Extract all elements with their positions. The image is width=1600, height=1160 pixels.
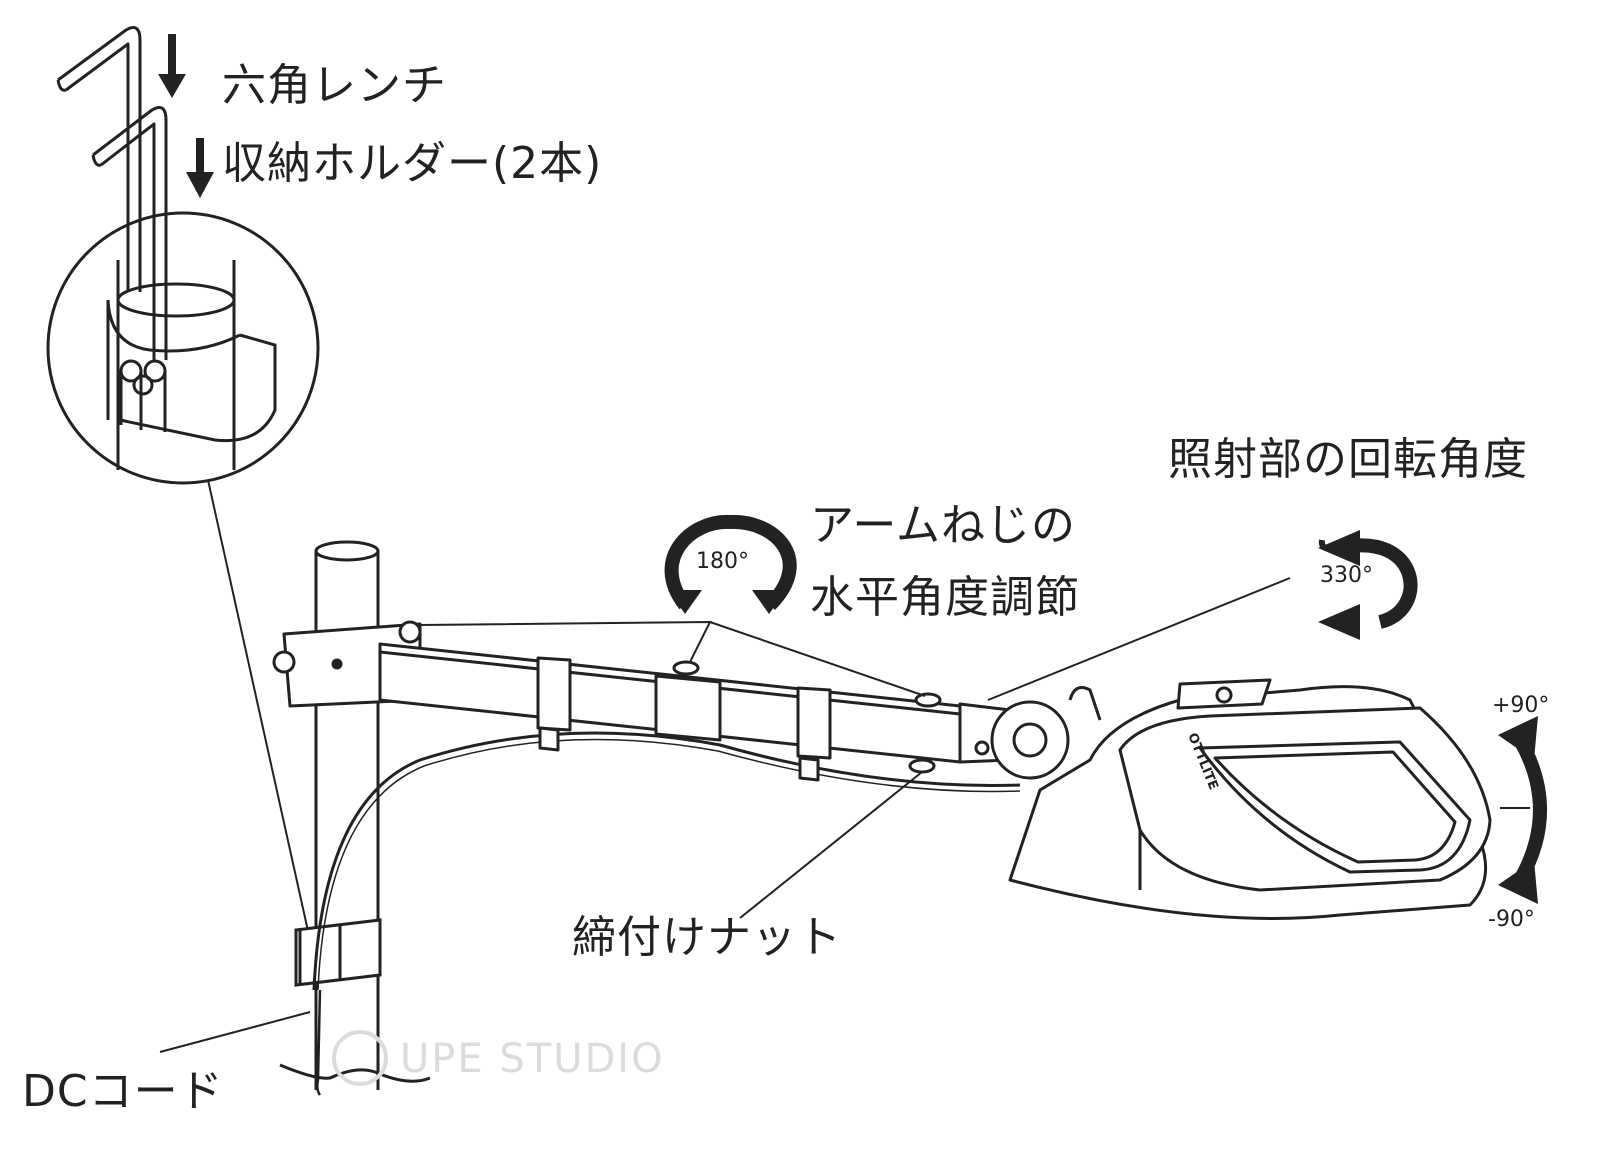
rotate-arrow-icon [1318,604,1360,640]
head-rotation-label: 照射部の回転角度 [1168,434,1528,485]
inset-leader-line [207,479,311,941]
lens-frame [1198,740,1472,874]
angle-label-minus-90: -90° [1488,907,1535,932]
tilt-indicator: +90° -90° [1488,693,1549,932]
tilt-up-arrow-icon [1498,716,1538,760]
hex-wrenches [56,26,168,360]
rotation-330-indicator: 330° [1318,530,1418,640]
insert-arrows [158,34,214,198]
rotate-arrow-icon [668,590,702,614]
hex-wrench-label-line2: 収納ホルダー(2本) [222,138,603,189]
lamp-head [1008,678,1492,920]
angle-label-plus-90: +90° [1492,693,1549,718]
arm-adjust-label-line2: 水平角度調節 [810,572,1080,623]
down-arrow-icon [158,34,186,98]
inset-circle [46,211,320,485]
arm [272,620,1070,782]
head-rotation-leader-line [987,577,1291,701]
leader-lines [159,577,1291,1053]
watermark-text: UPE STUDIO [400,1036,665,1082]
dc-cord-label: DCコード [22,1066,224,1117]
hex-wrench-label-line1: 六角レンチ [222,60,447,111]
arm-adjust-label-line1: アームねじの [810,500,1077,551]
holder-inset [46,211,320,485]
angle-label-180: 180° [696,549,749,574]
tighten-nut-label: 締付けナット [572,912,842,963]
down-arrow-icon [186,138,214,198]
hex-wrench-1 [57,26,142,292]
rotation-180-indicator: 180° [664,514,797,614]
hex-wrench-2 [92,106,168,360]
dc-cord-leader-line [159,1011,311,1053]
rotate-arrow-icon [1318,530,1360,566]
angle-label-330: 330° [1320,563,1373,588]
dc-cord [312,731,1021,991]
watermark: UPE STUDIO [332,1030,665,1086]
rotate-arrow-icon [752,590,786,614]
arm-adjust-leader-line [419,620,926,697]
nut-leader-line [739,771,923,919]
tilt-down-arrow-icon [1498,860,1538,904]
